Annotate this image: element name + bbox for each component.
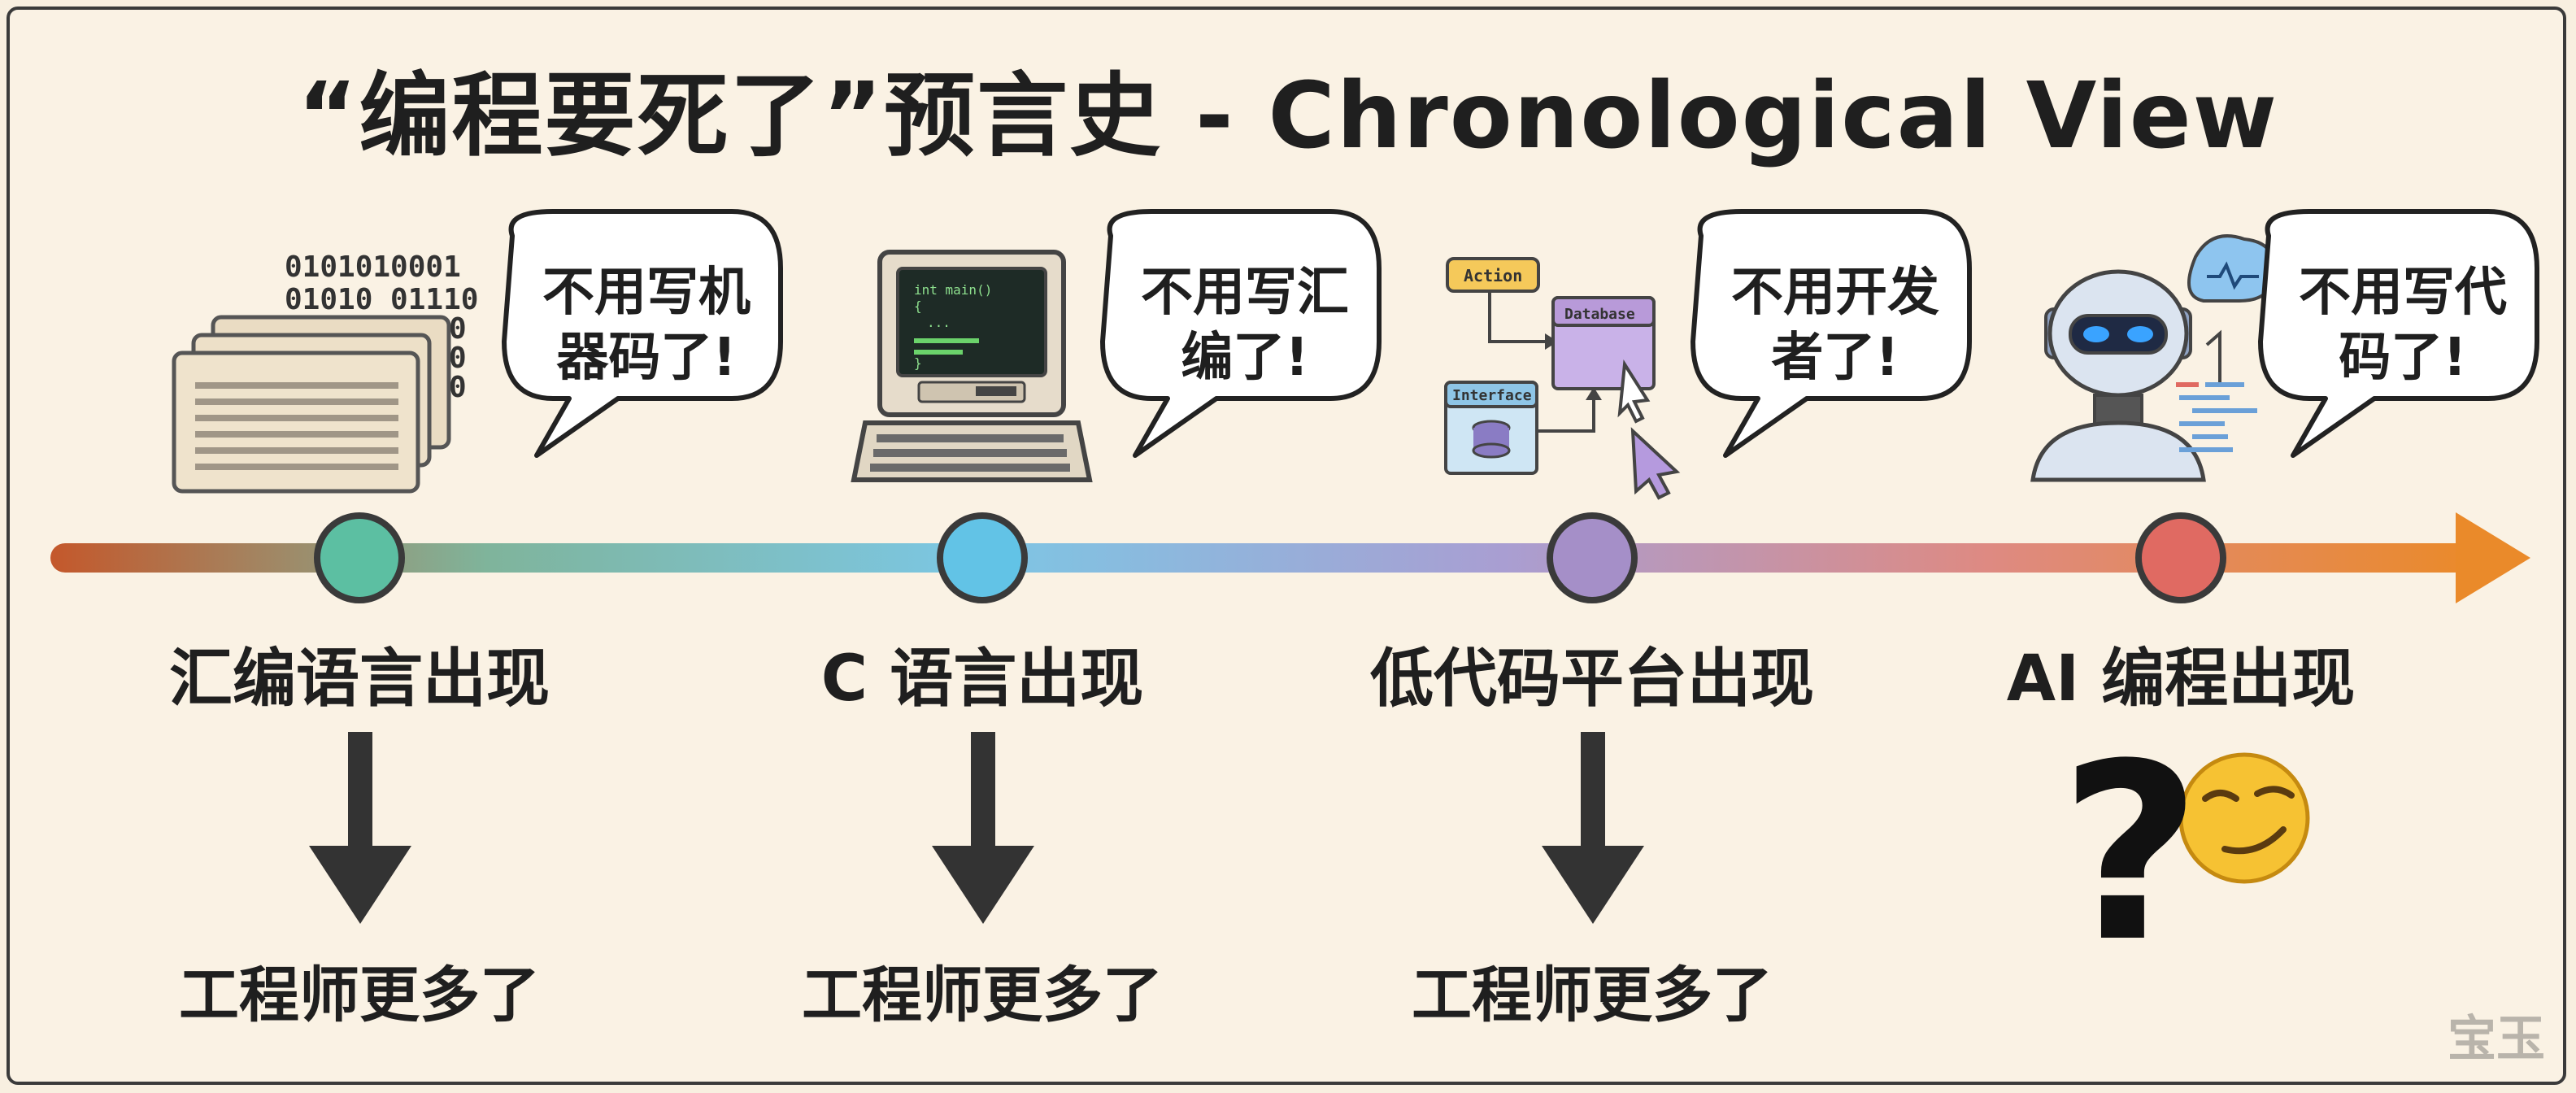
retro-computer-illustration [851, 250, 1093, 482]
bubble-1-line-2: 器码了! [556, 328, 737, 388]
timeline-node-1 [314, 512, 405, 603]
interface-label: Interface [1452, 387, 1532, 404]
bubble-text-1: 不用写机 器码了! [520, 260, 772, 390]
stage-label-assembly: 汇编语言出现 [168, 642, 550, 716]
speech-bubble-2 [1100, 209, 1382, 458]
bubble-text-4: 不用写代 码了! [2277, 260, 2529, 390]
robot-illustration [2030, 234, 2278, 482]
code-line-3: ... [927, 315, 951, 330]
bubble-3-line-1: 不用开发 [1731, 263, 1939, 323]
speech-bubble-4 [2258, 209, 2539, 458]
binary-line-1: 0101010001 [285, 250, 461, 284]
bubble-text-3: 不用开发 者了! [1709, 260, 1961, 390]
timeline-bar [50, 543, 2474, 573]
result-low-code: 工程师更多了 [1412, 960, 1773, 1030]
down-arrow-3 [1542, 732, 1644, 924]
down-arrow-1 [309, 732, 411, 924]
bubble-4-line-1: 不用写代 [2299, 263, 2507, 323]
database-label: Database [1564, 306, 1635, 323]
action-label: Action [1464, 266, 1522, 285]
page-title: “编程要死了”预言史 - Chronological View [297, 63, 2279, 169]
speech-bubble-1 [502, 209, 783, 458]
punch-cards-illustration [172, 315, 451, 494]
watermark: 宝玉 [2448, 1011, 2545, 1068]
stage-label-low-code: 低代码平台出现 [1369, 642, 1814, 716]
timeline-arrowhead [2456, 512, 2530, 603]
stage-label-c: C 语言出现 [820, 642, 1144, 716]
down-arrow-2 [932, 732, 1034, 924]
code-line-2: { [914, 298, 922, 314]
bubble-2-line-1: 不用写汇 [1141, 263, 1349, 323]
smirk-emoji [2178, 752, 2310, 884]
bubble-3-line-2: 者了! [1771, 328, 1899, 388]
speech-bubble-3 [1690, 209, 1972, 458]
timeline-node-4 [2135, 512, 2226, 603]
question-mark: ? [2059, 712, 2202, 995]
timeline-node-2 [937, 512, 1028, 603]
bubble-text-2: 不用写汇 编了! [1119, 260, 1371, 390]
result-c: 工程师更多了 [802, 960, 1163, 1030]
binary-digit-3: 0 [449, 312, 467, 346]
binary-digit-5: 0 [449, 371, 467, 404]
code-line-1: int main() [914, 282, 992, 298]
result-assembly: 工程师更多了 [179, 960, 540, 1030]
binary-digit-4: 0 [449, 342, 467, 375]
bubble-1-line-1: 不用写机 [542, 263, 751, 323]
bubble-2-line-2: 编了! [1181, 328, 1309, 388]
binary-line-2: 01010 01110 [285, 283, 478, 316]
low-code-illustration [1444, 257, 1681, 500]
timeline-node-3 [1547, 512, 1638, 603]
bubble-4-line-2: 码了! [2339, 328, 2467, 388]
stage-label-ai: AI 编程出现 [2006, 642, 2356, 716]
code-line-4: } [914, 355, 922, 371]
